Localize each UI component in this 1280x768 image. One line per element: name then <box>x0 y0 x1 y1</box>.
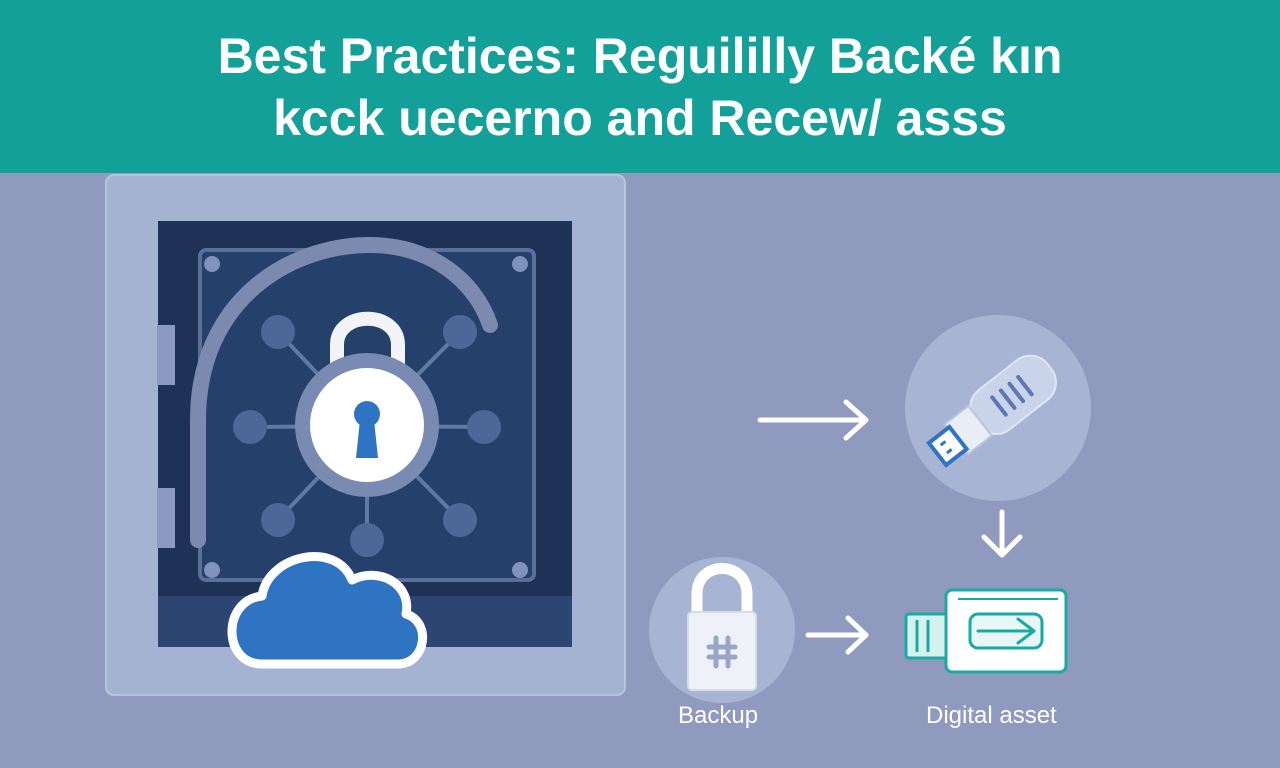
title-line-1: Best Practices: Reguililly Backé kın <box>217 27 1063 84</box>
padlock-icon <box>295 311 439 497</box>
usb-drive-icon <box>905 315 1091 501</box>
external-drive-icon <box>904 588 1068 674</box>
cloud-icon <box>227 552 427 669</box>
arrow-right-icon <box>757 399 869 441</box>
lock-icon <box>649 557 795 703</box>
digital-asset-label: Digital asset <box>926 702 1057 729</box>
arrow-down-icon <box>981 509 1023 558</box>
title-banner: Best Practices: Reguililly Backé kın kcc… <box>0 0 1280 173</box>
backup-label: Backup <box>678 702 759 729</box>
arrow-right-icon <box>805 615 869 655</box>
title-line-2: kcck uecerno and Recew/ asss <box>273 89 1007 146</box>
